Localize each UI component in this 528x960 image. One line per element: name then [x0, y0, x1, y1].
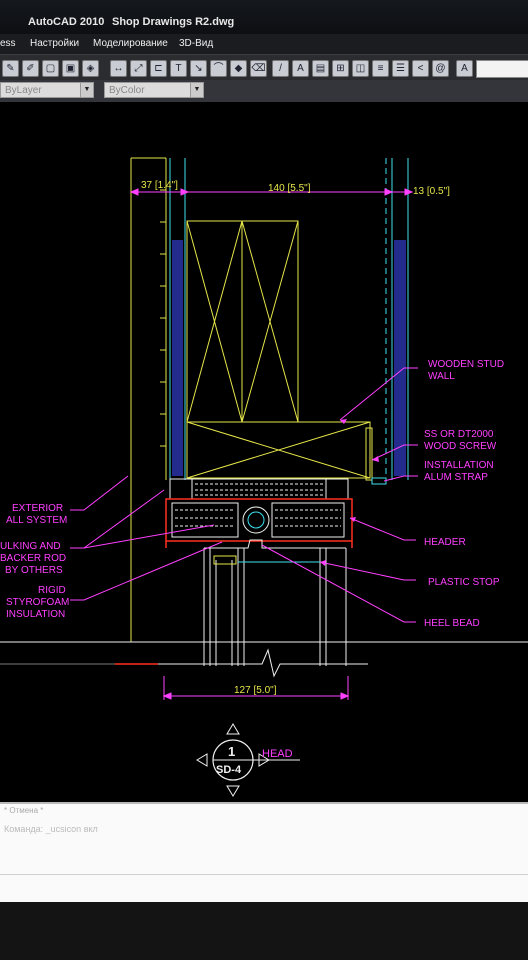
- frame-insulation: [171, 502, 345, 538]
- command-history-1: * Отмена *: [4, 806, 44, 815]
- brush-icon[interactable]: ✎: [2, 60, 19, 77]
- label-heel-bead: HEEL BEAD: [424, 618, 480, 629]
- layer-dropdown-value: ByLayer: [5, 85, 42, 96]
- command-input[interactable]: [0, 874, 528, 875]
- insert-icon[interactable]: ⊞: [332, 60, 349, 77]
- break-line: [158, 648, 368, 678]
- menu-bar: ess Настройки Моделирование 3D-Вид: [0, 34, 528, 54]
- pencil-icon[interactable]: ✐: [22, 60, 39, 77]
- callout-title: HEAD: [262, 748, 293, 760]
- callout-sheet: SD-4: [216, 764, 242, 776]
- block-icon[interactable]: ◫: [352, 60, 369, 77]
- eraser-icon[interactable]: ⌫: [250, 60, 267, 77]
- aligned-dim-icon[interactable]: ⤢: [130, 60, 147, 77]
- label-exterior-1: EXTERIOR: [12, 503, 63, 514]
- drawing-canvas[interactable]: 37 [1.4"] 140 [5.5"] 13 [0.5"] 127 [5.0"…: [0, 102, 528, 802]
- label-screw-2: WOOD SCREW: [424, 441, 497, 452]
- label-rigid-1: RIGID: [38, 585, 66, 596]
- layer-icon[interactable]: ≡: [372, 60, 389, 77]
- label-caulking-1: ULKING AND: [0, 541, 61, 552]
- leader-icon[interactable]: ↘: [190, 60, 207, 77]
- label-screw-1: SS OR DT2000: [424, 429, 494, 440]
- dimension-right: 13 [0.5"]: [413, 186, 450, 197]
- layer-dropdown[interactable]: ByLayer ▼: [0, 82, 94, 98]
- arc-dim-icon[interactable]: ⌒: [210, 60, 227, 77]
- ordinate-dim-icon[interactable]: ⊏: [150, 60, 167, 77]
- tolerance-dim-icon[interactable]: T: [170, 60, 187, 77]
- color-dropdown[interactable]: ByColor ▼: [104, 82, 204, 98]
- back-icon[interactable]: <: [412, 60, 429, 77]
- wooden-stud: [186, 220, 371, 479]
- linear-dim-icon[interactable]: ↔: [110, 60, 127, 77]
- label-exterior-2: ALL SYSTEM: [6, 515, 67, 526]
- leader-arrows: [320, 419, 379, 566]
- window-profile: [203, 539, 347, 666]
- file-title: Shop Drawings R2.dwg: [112, 16, 235, 28]
- paint-icon[interactable]: ◈: [82, 60, 99, 77]
- label-header: HEADER: [424, 537, 466, 548]
- label-strap-1: INSTALLATION: [424, 460, 494, 471]
- label-rigid-3: INSULATION: [6, 609, 65, 620]
- color-dropdown-value: ByColor: [109, 85, 145, 96]
- dimension-lines: [129, 188, 414, 700]
- stack-icon[interactable]: ☰: [392, 60, 409, 77]
- label-rigid-2: STYROFOAM: [6, 597, 69, 608]
- label-wooden-stud-2: WALL: [428, 371, 455, 382]
- sheathing-lines: [169, 158, 409, 480]
- leader-lines: [70, 367, 418, 623]
- exterior-wall-panel: [130, 157, 167, 642]
- label-strap-2: ALUM STRAP: [424, 472, 488, 483]
- text-icon[interactable]: A: [292, 60, 309, 77]
- text-style-field[interactable]: [476, 60, 528, 78]
- insulation-texture: [172, 240, 406, 476]
- marker-icon[interactable]: ◆: [230, 60, 247, 77]
- dimension-bottom: 127 [5.0"]: [234, 685, 277, 696]
- properties-bar: ByLayer ▼ ByColor ▼: [0, 80, 528, 102]
- menu-item-modeling[interactable]: Моделирование: [93, 38, 168, 49]
- leader-line-icon[interactable]: /: [272, 60, 289, 77]
- menu-item-settings[interactable]: Настройки: [30, 38, 80, 49]
- label-wooden-stud-1: WOODEN STUD: [428, 359, 504, 370]
- window-frame: [115, 498, 353, 665]
- table-icon[interactable]: ▤: [312, 60, 329, 77]
- label-plastic-stop: PLASTIC STOP: [428, 577, 500, 588]
- command-window: * Отмена * Команда: _ucsicon вкл: [0, 802, 528, 904]
- app-title: AutoCAD 2010: [28, 16, 105, 28]
- chevron-down-icon[interactable]: ▼: [190, 83, 203, 97]
- label-caulking-3: BY OTHERS: [5, 565, 63, 576]
- title-bar: AutoCAD 2010 Shop Drawings R2.dwg: [0, 0, 528, 34]
- alum-strap: [371, 477, 387, 485]
- chevron-down-icon[interactable]: ▼: [80, 83, 93, 97]
- select-icon[interactable]: ▢: [42, 60, 59, 77]
- label-caulking-2: BACKER ROD: [0, 553, 66, 564]
- dimension-middle: 140 [5.5"]: [268, 183, 311, 194]
- section-callout: 1 SD-4 HEAD: [196, 723, 300, 797]
- command-history-2: Команда: _ucsicon вкл: [4, 824, 98, 834]
- status-area: [0, 902, 528, 960]
- at-icon[interactable]: @: [432, 60, 449, 77]
- menu-item-3d-view[interactable]: 3D-Вид: [179, 38, 214, 49]
- dimension-left: 37 [1.4"]: [141, 180, 178, 191]
- toolbar: ✎ ✐ ▢ ▣ ◈ ↔ ⤢ ⊏ T ↘ ⌒ ◆ ⌫ / A ▤ ⊞ ◫ ≡ ☰ …: [0, 54, 528, 81]
- menu-item-ess[interactable]: ess: [0, 38, 16, 49]
- window-icon[interactable]: ▣: [62, 60, 79, 77]
- header-framing: [169, 478, 349, 500]
- drawing-svg: 37 [1.4"] 140 [5.5"] 13 [0.5"] 127 [5.0"…: [0, 157, 528, 797]
- wood-screw: [365, 427, 373, 481]
- text-style-icon[interactable]: A: [456, 60, 473, 77]
- callout-number: 1: [228, 744, 235, 759]
